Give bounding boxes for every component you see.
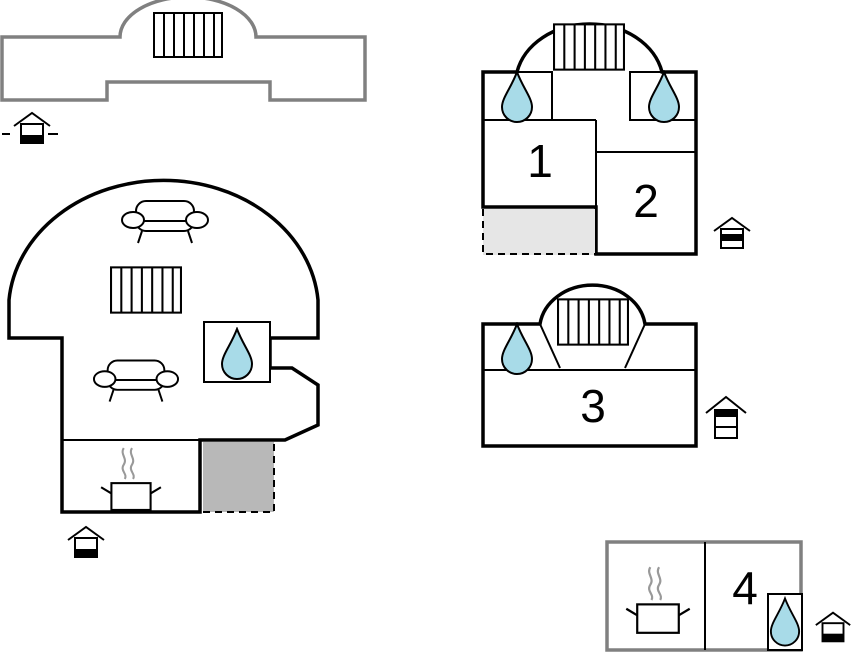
- first-floor-plan: 1 2: [481, 22, 698, 256]
- annex-plan: 4: [605, 540, 803, 652]
- first-floor-balcony: [482, 209, 595, 255]
- room-number-4: 4: [732, 562, 758, 614]
- radiator-icon: [557, 298, 629, 346]
- house-floor-indicator-icon: [66, 525, 106, 559]
- room-number-2: 2: [633, 175, 659, 227]
- house-floor-indicator-icon: [705, 395, 747, 439]
- house-floor-indicator-icon: [712, 216, 752, 250]
- ground-floor-living-area: [7, 178, 320, 514]
- second-floor-plan: 3: [481, 283, 698, 448]
- house-floor-indicator-icon: [2, 111, 58, 145]
- ground-floor-terrace: [203, 442, 275, 513]
- room-number-1: 1: [527, 135, 553, 187]
- radiator-icon: [153, 12, 223, 58]
- house-floor-indicator-icon: [814, 611, 852, 643]
- radiator-icon: [553, 23, 625, 71]
- radiator-icon: [110, 266, 182, 314]
- upper-level-outline: [0, 0, 367, 102]
- room-number-3: 3: [580, 380, 606, 432]
